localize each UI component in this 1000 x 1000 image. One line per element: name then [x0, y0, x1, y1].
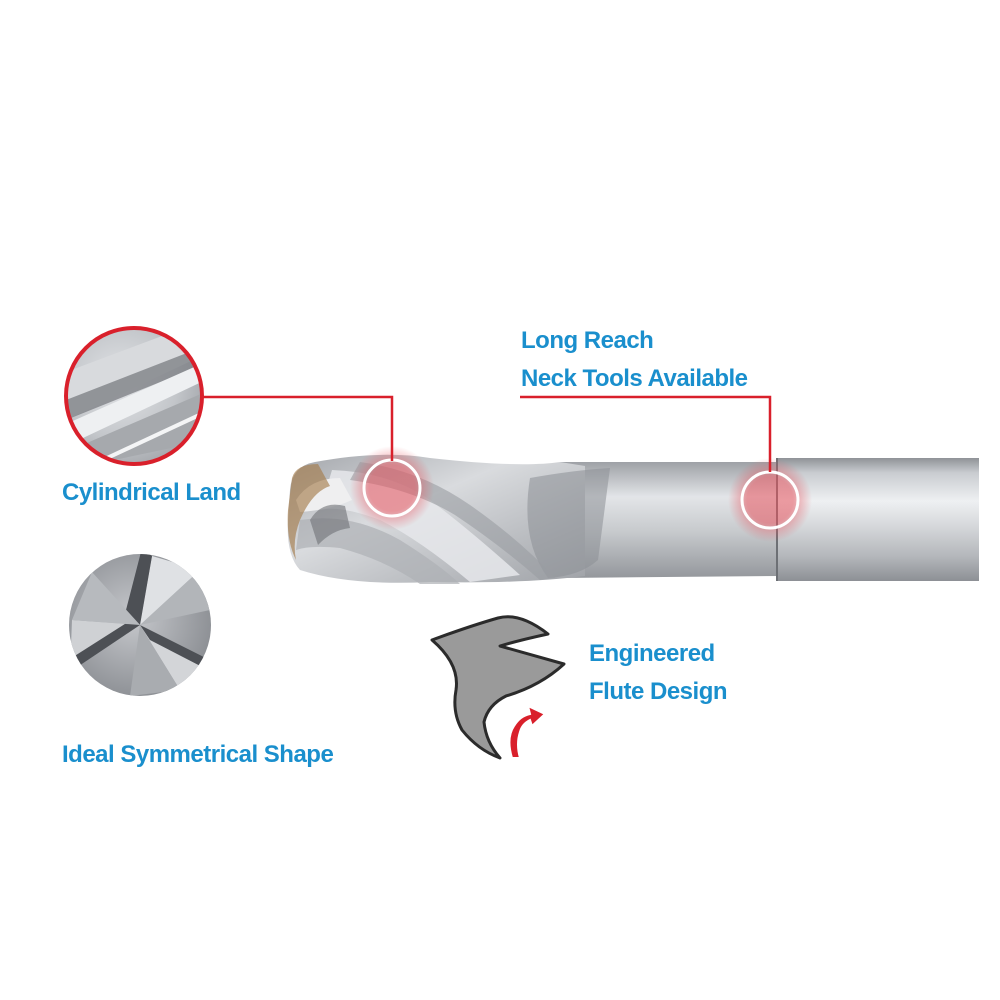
neck-highlight — [728, 458, 812, 542]
long-reach-label-line1: Long Reach — [521, 327, 654, 354]
rotation-arrow-icon — [508, 704, 547, 759]
shank — [776, 458, 979, 581]
neck — [560, 462, 778, 578]
symmetrical-shape-label: Ideal Symmetrical Shape — [62, 741, 334, 768]
flute-profile-icon — [430, 615, 566, 760]
flute-design-label-line2: Flute Design — [589, 678, 728, 705]
flute-design-label-line1: Engineered — [589, 640, 715, 667]
long-reach-leader — [520, 395, 772, 472]
long-reach-label-line2: Neck Tools Available — [521, 365, 748, 392]
ball-nose-tip — [287, 464, 330, 560]
cylindrical-land-highlight — [350, 446, 434, 530]
cylindrical-land-label: Cylindrical Land — [62, 479, 241, 506]
cylindrical-land-zoom-icon — [64, 326, 204, 466]
tool-end-view-icon — [69, 554, 211, 696]
cylindrical-land-leader — [202, 395, 394, 461]
